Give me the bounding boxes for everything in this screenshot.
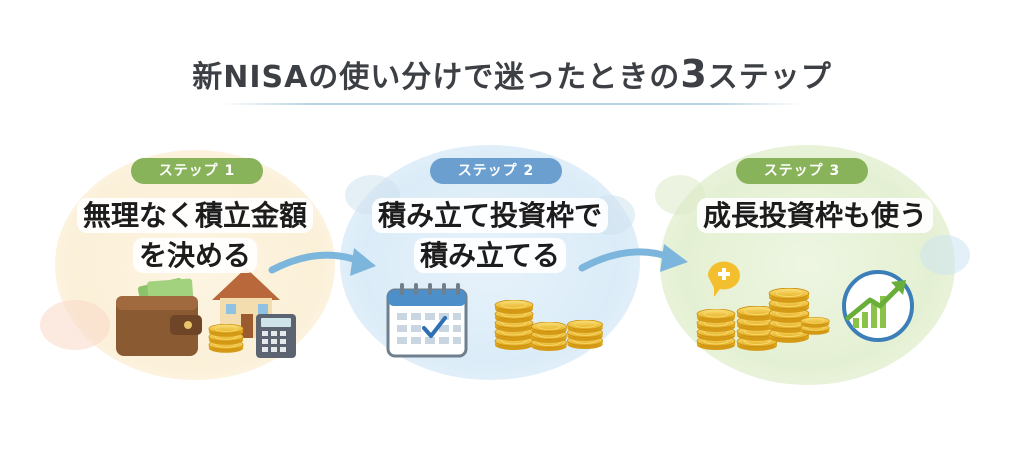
step1-label-line2: を決める — [132, 238, 257, 273]
step2-label: 積み立て投資枠で 積み立てる — [340, 196, 640, 276]
step1-badge: ステップ 1 — [131, 158, 263, 184]
decor-puff — [655, 175, 705, 215]
arrow-step2-to-step3 — [578, 244, 688, 272]
step3-label-line1: 成長投資枠も使う — [696, 198, 933, 233]
step1-label: 無理なく積立金額 を決める — [40, 196, 350, 276]
coin-stack-icon — [696, 288, 830, 351]
calendar-icon — [386, 283, 468, 358]
coin-stack-icon — [208, 324, 244, 353]
title-underline — [222, 103, 802, 105]
coin-stack-icon — [494, 300, 604, 351]
step2-label-line2: 積み立てる — [413, 238, 566, 273]
calculator-icon — [256, 314, 296, 358]
arrow-step1-to-step2 — [268, 248, 376, 276]
decor-puff — [40, 300, 110, 350]
step1-label-line1: 無理なく積立金額 — [76, 198, 313, 233]
decor-puff — [920, 235, 970, 275]
step2-badge: ステップ 2 — [430, 158, 562, 184]
step3-badge: ステップ 3 — [736, 158, 868, 184]
title-suffix: ステップ — [707, 60, 832, 95]
plus-bubble-icon — [707, 261, 740, 297]
wallet-icon — [116, 278, 202, 356]
step3-label: 成長投資枠も使う — [670, 196, 960, 236]
page-title: 新NISAの使い分けで迷ったときの3ステップ — [0, 52, 1024, 96]
title-main: 新NISAの使い分けで迷ったときの — [192, 60, 681, 95]
title-number: 3 — [680, 52, 708, 96]
growth-chart-icon — [842, 270, 914, 342]
step2-label-line1: 積み立て投資枠で — [371, 198, 608, 233]
